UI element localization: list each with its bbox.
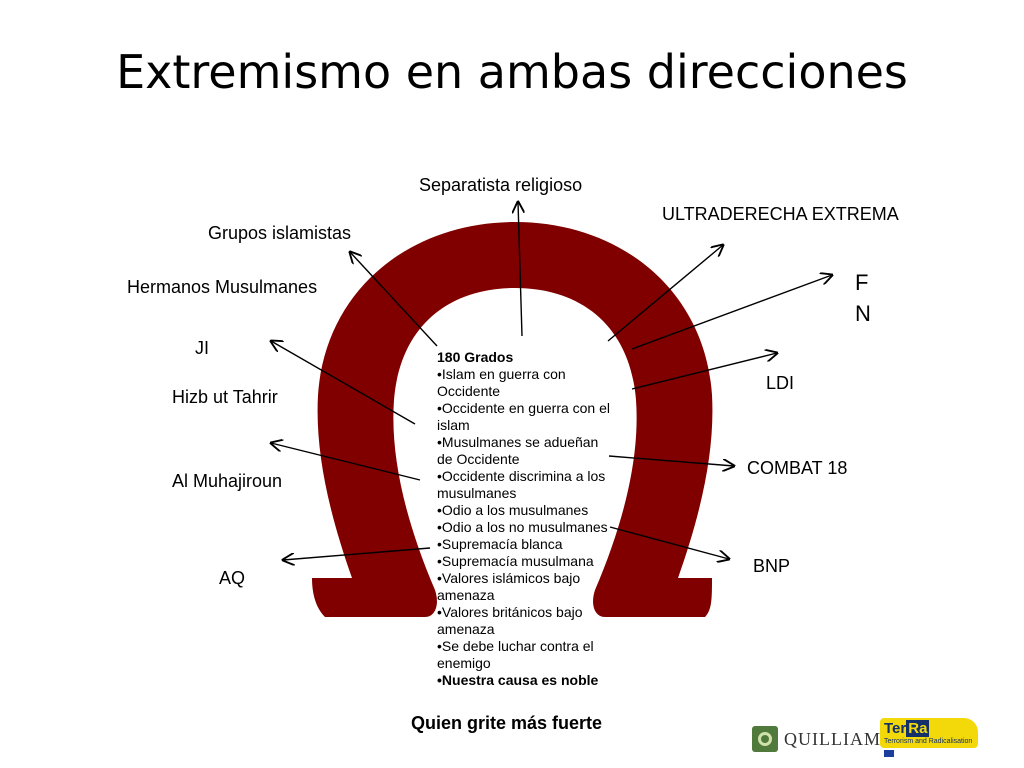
list-item: Musulmanes se adueñan de Occidente [437,434,615,468]
quilliam-logo: QUILLIAM [752,726,881,752]
terra-logo-strip [880,718,978,748]
list-item: Nuestra causa es noble [437,672,615,689]
label-grupos-islamistas: Grupos islamistas [208,223,352,243]
omega-shape [312,222,713,617]
label-ultraderecha-extrema: ULTRADERECHA EXTREMA [662,204,899,224]
center-heading: 180 Grados [437,349,514,365]
arrow-bnp [609,526,729,559]
label-fn-f: F [855,270,869,295]
center-list: Islam en guerra con Occidente Occidente … [437,366,615,689]
list-item: Valores islámicos bajo amenaza [437,570,615,604]
arrow-ultraderecha [607,245,723,342]
arrow-fn [631,275,832,350]
list-item: Se debe luchar contra el enemigo [437,638,615,672]
label-al-muhajiroun: Al Muhajiroun [172,471,283,491]
label-bnp: BNP [753,556,791,576]
footer-caption: Quien grite más fuerte [411,713,603,733]
label-combat-18: COMBAT 18 [747,458,848,478]
label-hizb-ut-tahrir: Hizb ut Tahrir [172,387,278,407]
eu-flag-icon [884,750,894,757]
label-ldi: LDI [766,373,795,393]
arrow-ji [271,341,416,425]
quilliam-mark-icon [752,726,778,752]
arrow-ldi [631,353,777,390]
label-fn-n: N [855,301,871,326]
list-item: Supremacía blanca [437,536,615,553]
slide-title: Extremismo en ambas direcciones [116,45,908,99]
center-text-box: 180 Grados Islam en guerra con Occidente… [437,349,615,689]
label-ji: JI [195,338,210,358]
arrow-aq [283,547,431,560]
list-item: Islam en guerra con Occidente [437,366,615,400]
quilliam-wordmark: QUILLIAM [784,728,881,749]
arrow-grupos-islamistas [350,252,438,347]
arrow-separatista [518,202,522,337]
terra-logo-subtitle: Terrorism and Radicalisation [884,738,973,745]
list-item: Odio a los no musulmanes [437,519,615,536]
list-item: Odio a los musulmanes [437,502,615,519]
list-item: Occidente en guerra con el islam [437,400,615,434]
list-item: Occidente discrimina a los musulmanes [437,468,615,502]
list-item: Supremacía musulmana [437,553,615,570]
arrow-combat18 [608,455,734,466]
arrow-al-muhajiroun [271,443,421,481]
list-item: Valores británicos bajo amenaza [437,604,615,638]
label-aq: AQ [219,568,246,588]
label-hermanos-musulmanes: Hermanos Musulmanes [127,277,318,297]
label-separatista-religioso: Separatista religioso [419,175,583,195]
